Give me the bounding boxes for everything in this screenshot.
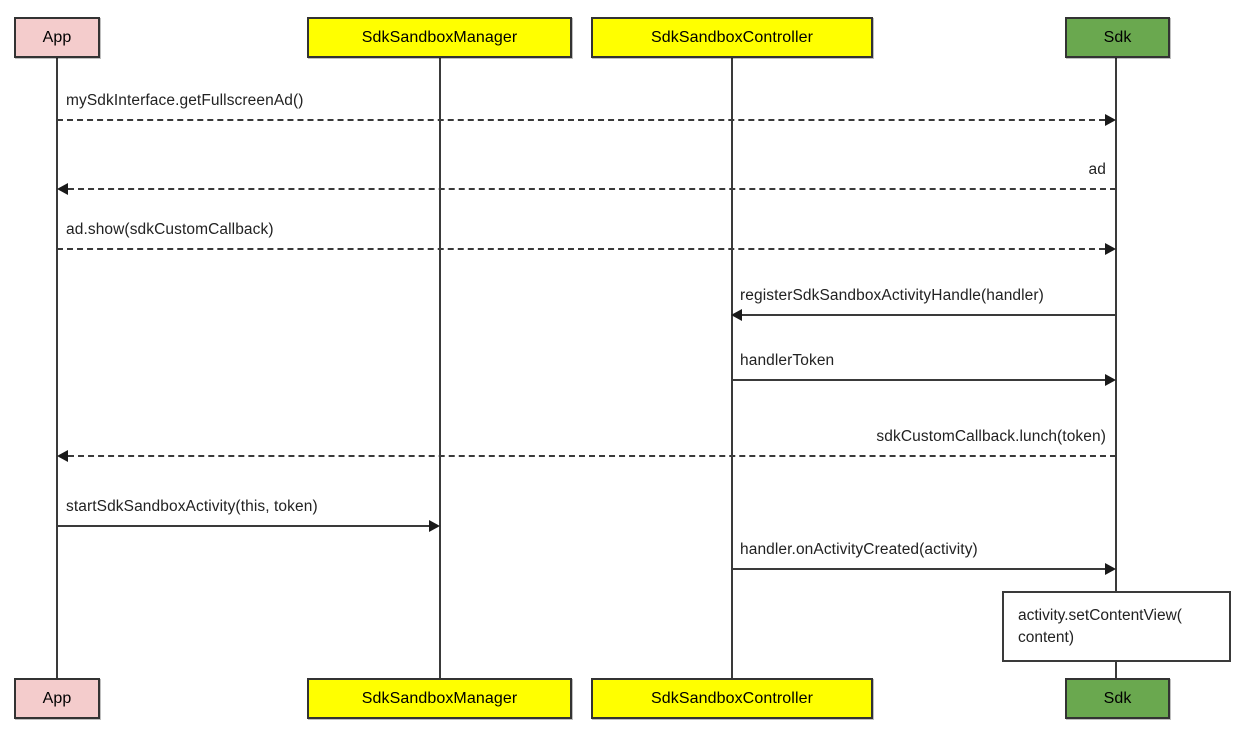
participant-head-app-label: App bbox=[42, 28, 72, 46]
message-label-m7: startSdkSandboxActivity(this, token) bbox=[66, 498, 318, 515]
participant-head-sdk-label: Sdk bbox=[1103, 28, 1132, 46]
message-line-m5 bbox=[732, 379, 1105, 381]
participant-head-sdk-sandbox-manager-label: SdkSandboxManager bbox=[361, 28, 518, 46]
participant-foot-sdk-sandbox-controller-label: SdkSandboxController bbox=[650, 689, 814, 707]
message-line-m1 bbox=[57, 119, 1105, 121]
participant-foot-sdk-sandbox-manager-label: SdkSandboxManager bbox=[361, 689, 518, 707]
message-line-m4 bbox=[742, 314, 1116, 316]
message-label-m8: handler.onActivityCreated(activity) bbox=[740, 541, 978, 558]
lifeline-sdk bbox=[1115, 58, 1117, 678]
message-arrowhead-m8 bbox=[1105, 563, 1116, 575]
message-arrowhead-m3 bbox=[1105, 243, 1116, 255]
participant-foot-sdk[interactable]: Sdk bbox=[1065, 678, 1170, 719]
participant-head-sdk-sandbox-controller[interactable]: SdkSandboxController bbox=[591, 17, 873, 58]
message-arrowhead-m6 bbox=[57, 450, 68, 462]
participant-head-app[interactable]: App bbox=[14, 17, 100, 58]
participant-foot-sdk-label: Sdk bbox=[1103, 689, 1132, 707]
message-line-m6 bbox=[68, 455, 1116, 457]
note-line-1: activity.setContentView( bbox=[1018, 607, 1182, 624]
lifeline-sdk-sandbox-controller bbox=[731, 58, 733, 678]
participant-head-sdk-sandbox-manager[interactable]: SdkSandboxManager bbox=[307, 17, 572, 58]
participant-foot-app[interactable]: App bbox=[14, 678, 100, 719]
message-line-m2 bbox=[68, 188, 1116, 190]
message-arrowhead-m2 bbox=[57, 183, 68, 195]
note-activity-set-content-view: activity.setContentView( content) bbox=[1002, 591, 1231, 662]
message-label-m3: ad.show(sdkCustomCallback) bbox=[66, 221, 274, 238]
message-line-m8 bbox=[732, 568, 1105, 570]
message-arrowhead-m4 bbox=[731, 309, 742, 321]
message-arrowhead-m5 bbox=[1105, 374, 1116, 386]
participant-head-sdk-sandbox-controller-label: SdkSandboxController bbox=[650, 28, 814, 46]
participant-head-sdk[interactable]: Sdk bbox=[1065, 17, 1170, 58]
message-label-m4: registerSdkSandboxActivityHandle(handler… bbox=[740, 287, 1044, 304]
lifeline-sdk-sandbox-manager bbox=[439, 58, 441, 678]
message-label-m5: handlerToken bbox=[740, 352, 835, 369]
message-line-m3 bbox=[57, 248, 1105, 250]
participant-foot-app-label: App bbox=[42, 689, 72, 707]
message-label-m6: sdkCustomCallback.lunch(token) bbox=[876, 428, 1106, 445]
message-arrowhead-m7 bbox=[429, 520, 440, 532]
message-label-m2: ad bbox=[1088, 161, 1106, 178]
participant-foot-sdk-sandbox-manager[interactable]: SdkSandboxManager bbox=[307, 678, 572, 719]
message-line-m7 bbox=[57, 525, 429, 527]
note-line-2: content) bbox=[1018, 629, 1075, 646]
lifeline-app bbox=[56, 58, 58, 678]
message-arrowhead-m1 bbox=[1105, 114, 1116, 126]
participant-foot-sdk-sandbox-controller[interactable]: SdkSandboxController bbox=[591, 678, 873, 719]
message-label-m1: mySdkInterface.getFullscreenAd() bbox=[66, 92, 304, 109]
